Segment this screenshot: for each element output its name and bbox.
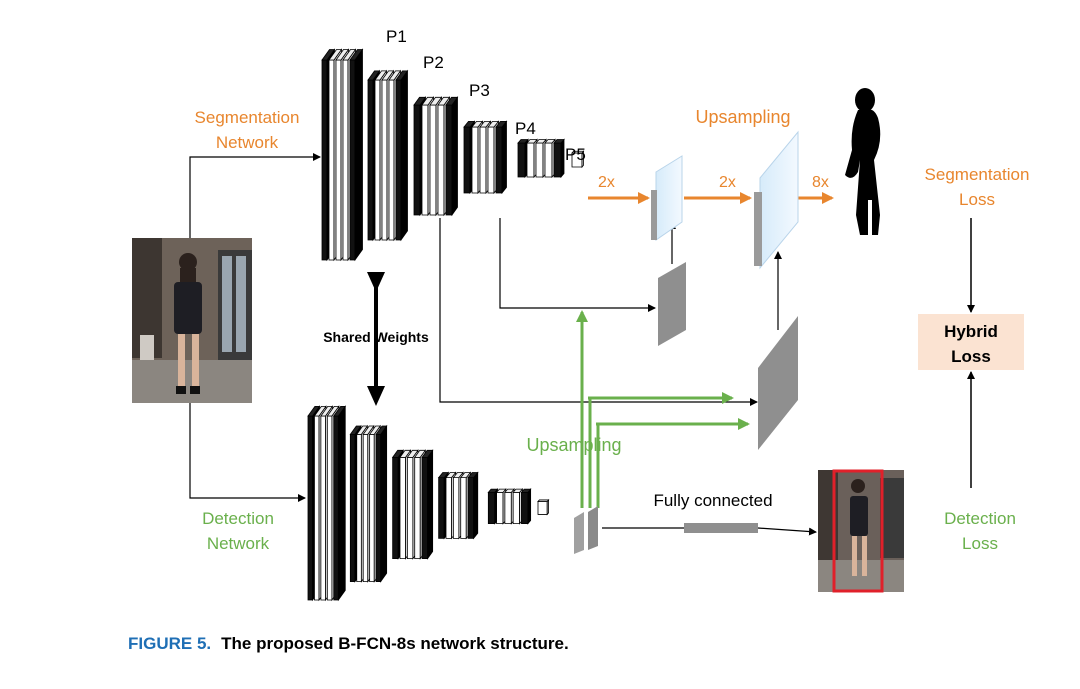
segmentation-network-label-2: Network <box>216 133 279 152</box>
upsampling-top-label: Upsampling <box>695 107 790 127</box>
shared-weights-label: Shared Weights <box>323 329 429 345</box>
upsampled-plane-2 <box>754 130 799 270</box>
input-to-segmentation-arrow <box>189 153 321 238</box>
input-to-detection-arrow <box>189 403 306 502</box>
fully-connected-to-output-arrow <box>757 527 817 536</box>
pool4-prediction-slab <box>658 262 686 346</box>
label-p2: P2 <box>423 53 444 72</box>
skip-connection-p4 <box>499 218 656 312</box>
factor-2x-label-2: 2x <box>719 174 736 191</box>
detection-loss-label-1: Detection <box>944 509 1016 528</box>
detection-network-label-2: Network <box>207 534 270 553</box>
figure-caption-text: The proposed B-FCN-8s network structure. <box>221 634 569 653</box>
hybrid-loss-label-1: Hybrid <box>944 322 998 341</box>
fully-connected-label: Fully connected <box>653 491 772 510</box>
factor-8x-label: 8x <box>812 174 829 191</box>
segmentation-network-blocks <box>321 48 585 262</box>
figure-caption: FIGURE 5. The proposed B-FCN-8s network s… <box>128 634 569 654</box>
person-silhouette-icon <box>845 88 881 235</box>
segmentation-loss-label-1: Segmentation <box>925 165 1030 184</box>
segmentation-network-label-1: Segmentation <box>195 108 300 127</box>
factor-2x-label-1: 2x <box>598 174 615 191</box>
detected-person-photo <box>818 469 904 593</box>
bounding-box <box>832 469 884 593</box>
detection-output-slabs <box>574 506 598 554</box>
fully-connected-layer <box>684 523 758 533</box>
figure-number: FIGURE 5. <box>128 634 212 653</box>
segmentation-loss-label-2: Loss <box>959 190 995 209</box>
label-p5: P5 <box>565 145 586 164</box>
upsampling-bottom-label: Upsampling <box>526 435 621 455</box>
pool3-prediction-slab <box>758 316 798 450</box>
detection-network-label-1: Detection <box>202 509 274 528</box>
label-p4: P4 <box>515 119 536 138</box>
detection-loss-label-2: Loss <box>962 534 998 553</box>
skip-connection-p3 <box>439 218 758 406</box>
detection-network-blocks <box>307 405 550 602</box>
hybrid-loss-box <box>918 314 1024 370</box>
label-p1: P1 <box>386 27 407 46</box>
upsampled-plane-1 <box>651 155 683 241</box>
hybrid-loss-label-2: Loss <box>951 347 991 366</box>
detection-upsampling-arrows <box>576 310 750 508</box>
input-person-photo <box>132 238 252 403</box>
label-p3: P3 <box>469 81 490 100</box>
